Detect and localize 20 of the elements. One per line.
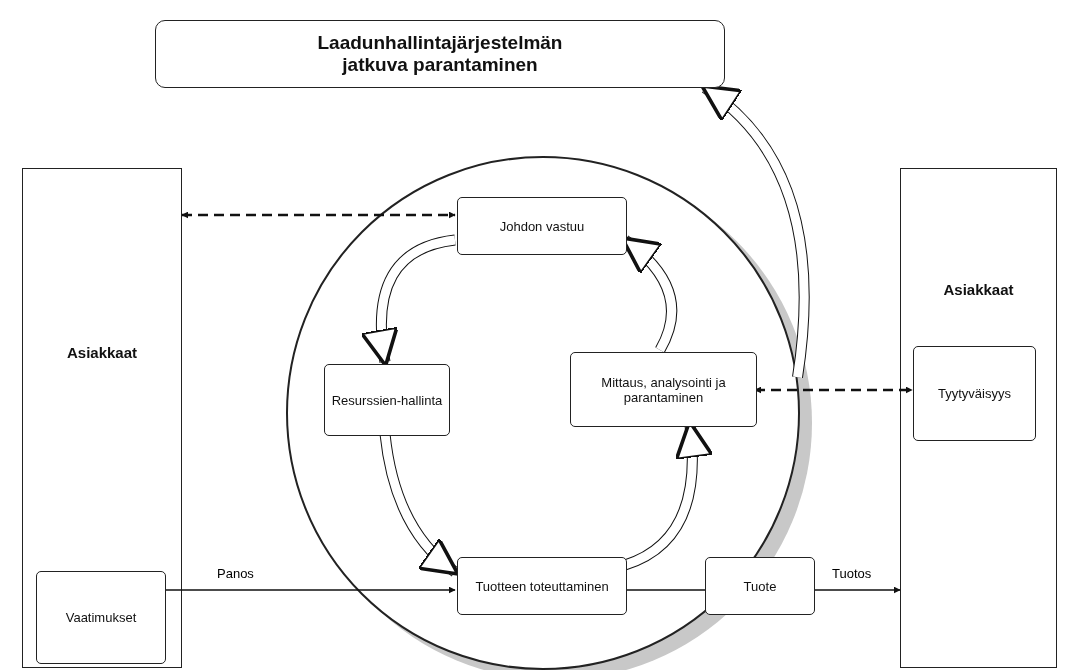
process-box: Tuote bbox=[705, 557, 815, 615]
group-label: Asiakkaat bbox=[942, 281, 1015, 298]
dashed-arrow bbox=[181, 211, 456, 219]
process-box: Tyytyväisyys bbox=[913, 346, 1036, 441]
edge-label: Panos bbox=[215, 566, 256, 581]
process-box: Tuotteen toteuttaminen bbox=[457, 557, 627, 615]
edge-label: Tuotos bbox=[830, 566, 874, 581]
process-box: Johdon vastuu bbox=[457, 197, 627, 255]
block-arrow bbox=[379, 433, 460, 577]
process-box: Vaatimukset bbox=[36, 571, 166, 664]
group-label: Asiakkaat bbox=[65, 344, 139, 361]
arrow bbox=[814, 586, 901, 594]
title-box: Laadunhallintajärjestelmän jatkuva parantaminen bbox=[155, 20, 725, 88]
group-box bbox=[900, 168, 1057, 668]
line bbox=[624, 589, 706, 591]
group-box bbox=[22, 168, 182, 668]
process-box: Resurssien-hallinta bbox=[324, 364, 450, 436]
arrow bbox=[164, 586, 456, 594]
dashed-arrow bbox=[754, 386, 913, 394]
process-box: Mittaus, analysointi ja parantaminen bbox=[570, 352, 757, 427]
